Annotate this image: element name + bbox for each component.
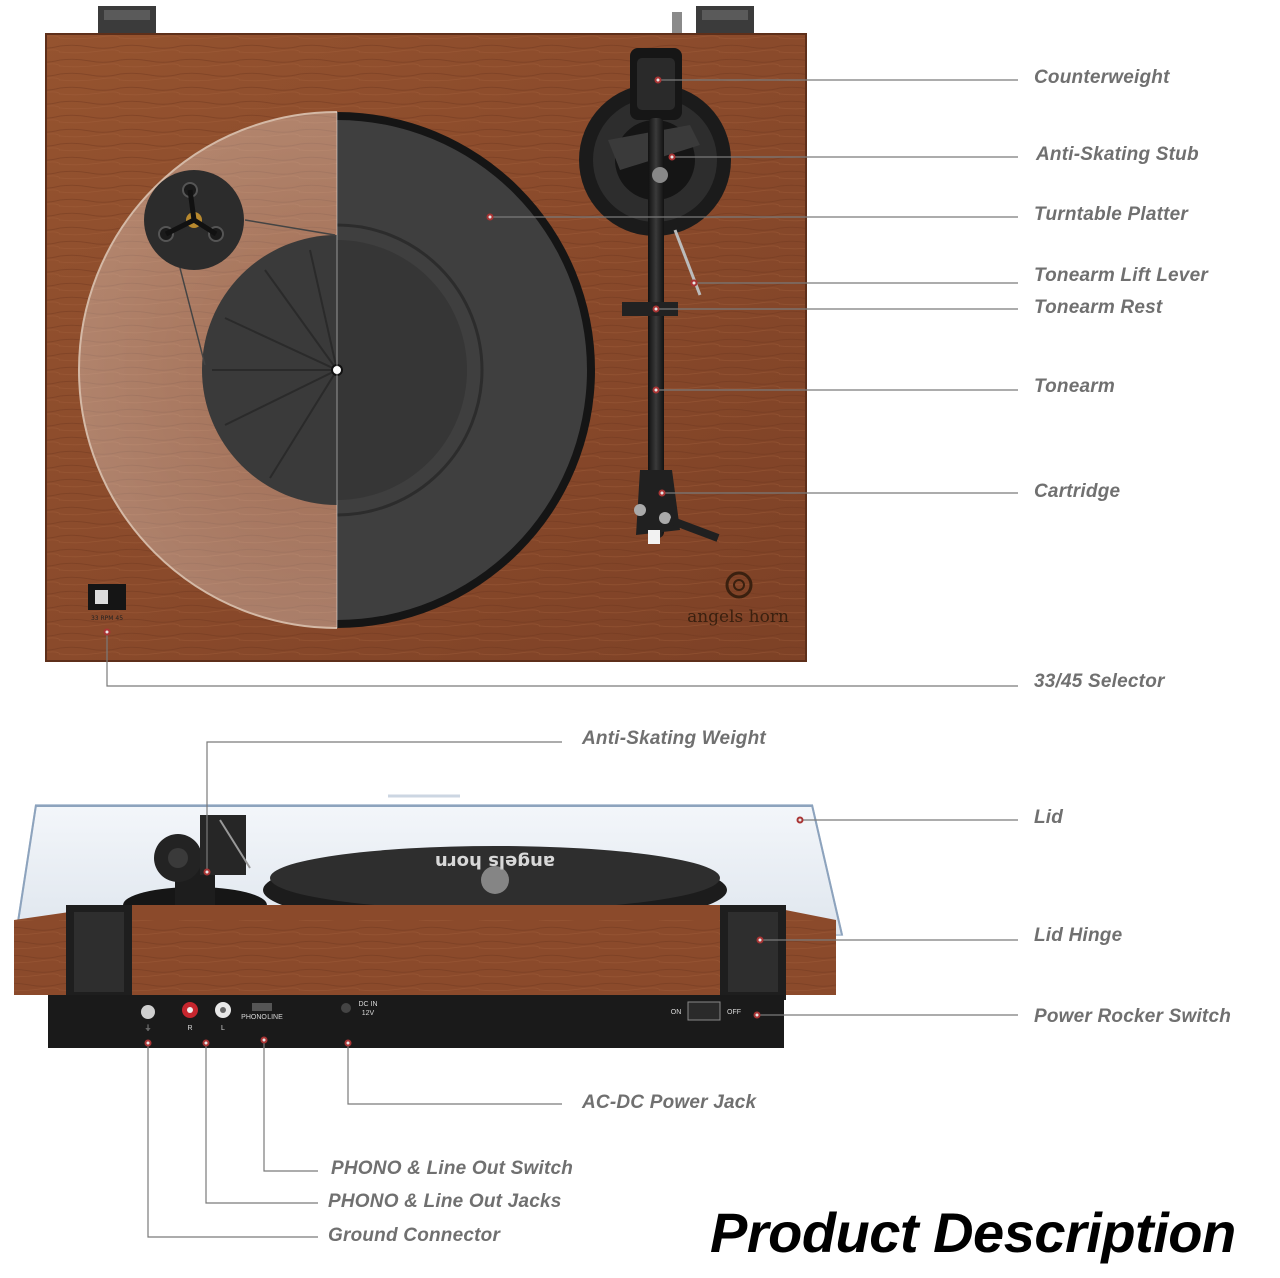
platter-brand-text: angels horn xyxy=(435,851,555,872)
label-counterweight: Counterweight xyxy=(1034,67,1170,88)
label-tonearm: Tonearm xyxy=(1034,376,1115,397)
leader-lines xyxy=(106,79,1018,1238)
label-speed-selector: 33/45 Selector xyxy=(1034,671,1165,692)
dc-text: DC IN xyxy=(358,1001,377,1008)
page-title: Product Description xyxy=(710,1201,1236,1264)
rpm-text: 33 RPM 45 xyxy=(91,615,123,622)
label-phono-line-switch: PHONO & Line Out Switch xyxy=(331,1158,574,1179)
off-text: OFF xyxy=(727,1009,741,1016)
label-lid-hinge: Lid Hinge xyxy=(1034,925,1123,946)
turntable-platter xyxy=(337,112,595,628)
dc-volt-text: 12V xyxy=(362,1010,375,1017)
brand-logo: angels horn xyxy=(687,571,789,627)
power-rocker-switch[interactable] xyxy=(687,1001,721,1021)
front-view-turntable: angels horn ⏚ R L PHONO LINE xyxy=(14,794,844,1048)
ground-connector[interactable] xyxy=(141,1005,155,1019)
phono-text: PHONO xyxy=(241,1014,267,1021)
top-view-turntable: angels horn 33 RPM 45 xyxy=(45,6,807,662)
svg-text:⏚: ⏚ xyxy=(145,1024,152,1032)
jack-r-text: R xyxy=(187,1025,192,1032)
label-cartridge: Cartridge xyxy=(1034,481,1121,502)
label-ac-dc-power-jack: AC-DC Power Jack xyxy=(582,1092,757,1113)
jack-l-text: L xyxy=(221,1025,225,1032)
brand-text: angels horn xyxy=(687,607,789,627)
label-anti-skating-weight: Anti-Skating Weight xyxy=(582,728,766,749)
label-power-rocker-switch: Power Rocker Switch xyxy=(1034,1006,1232,1027)
dc-power-jack[interactable] xyxy=(341,1003,351,1013)
label-anti-skating-stub: Anti-Skating Stub xyxy=(1036,144,1199,165)
lid-hinge-left[interactable] xyxy=(66,905,132,1000)
tonearm-rest xyxy=(622,302,678,316)
label-tonearm-lift-lever: Tonearm Lift Lever xyxy=(1034,265,1208,286)
label-lid: Lid xyxy=(1034,807,1064,828)
phono-line-switch[interactable] xyxy=(252,1003,272,1011)
line-text: LINE xyxy=(267,1014,283,1021)
label-tonearm-rest: Tonearm Rest xyxy=(1034,297,1163,318)
label-turntable-platter: Turntable Platter xyxy=(1034,204,1189,225)
label-ground-connector: Ground Connector xyxy=(328,1225,501,1246)
label-phono-line-jacks: PHONO & Line Out Jacks xyxy=(328,1191,562,1212)
rear-panel xyxy=(48,995,784,1048)
lid-hinge-right[interactable] xyxy=(720,905,786,1000)
tonearm xyxy=(648,118,664,538)
on-text: ON xyxy=(671,1009,682,1016)
leader-dots xyxy=(103,76,804,1047)
